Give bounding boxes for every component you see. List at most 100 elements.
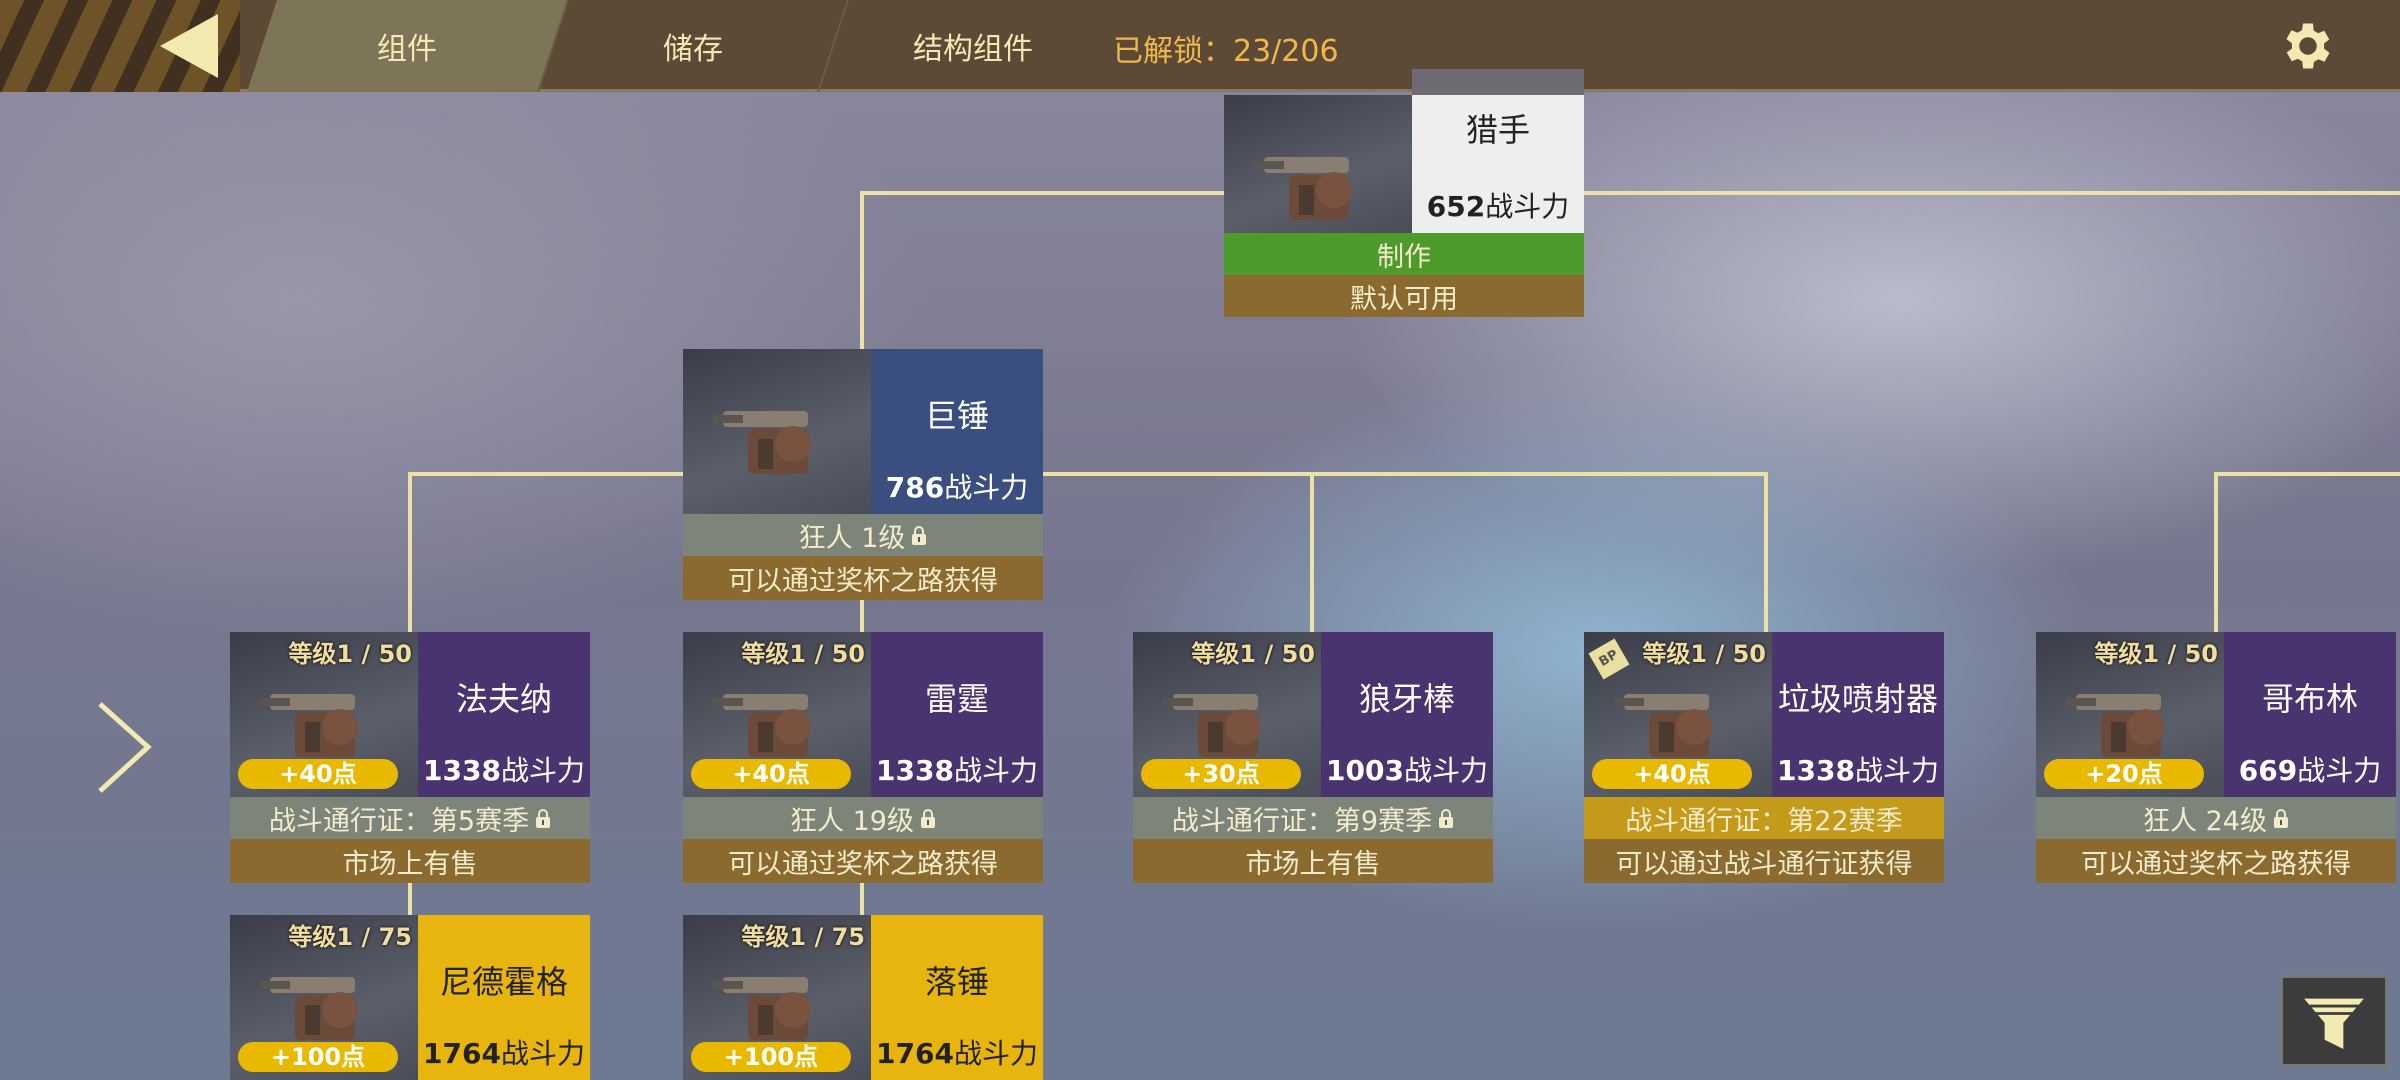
unlock-requirement: 狂人 1级 [683, 514, 1043, 556]
component-name: 猎手 [1465, 111, 1530, 149]
power-unit: 战斗力 [1485, 190, 1570, 223]
unlock-requirement: 战斗通行证：第5赛季 [230, 797, 590, 839]
lock-icon [920, 809, 935, 828]
unlocked-count: 已解锁：23/206 [1113, 34, 1339, 69]
requirement-text: 狂人 24级 [2143, 805, 2267, 837]
component-info: 落锤 1764战斗力 [871, 915, 1043, 1080]
component-image [1224, 95, 1412, 233]
acquisition-source: 可以通过战斗通行证获得 [1584, 839, 1944, 883]
requirement-text: 战斗通行证：第5赛季 [268, 805, 530, 837]
tab-label: 结构组件 [913, 32, 1033, 67]
weapon-image [1163, 694, 1261, 757]
combat-power: 786战斗力 [871, 466, 1043, 506]
component-image: 等级1 / 75 +100点 [230, 915, 418, 1080]
points-badge: +40点 [691, 759, 851, 789]
requirement-text: 狂人 19级 [790, 805, 914, 837]
top-bar: 组件 储存 结构组件 已解锁：23/206 [0, 0, 2400, 92]
points-badge: +100点 [238, 1042, 398, 1072]
component-info: 猎手 652战斗力 [1412, 95, 1584, 233]
filter-button[interactable] [2280, 975, 2388, 1067]
power-value: 669 [2238, 754, 2298, 787]
tab-label: 组件 [377, 32, 437, 67]
power-value: 1338 [1777, 754, 1855, 787]
power-unit: 战斗力 [953, 754, 1038, 787]
unlock-requirement: 战斗通行证：第9赛季 [1133, 797, 1493, 839]
back-button[interactable] [150, 0, 240, 92]
power-value: 1764 [423, 1037, 501, 1070]
tree-connector [2214, 472, 2218, 632]
component-info: 尼德霍格 1764战斗力 [418, 915, 590, 1080]
component-info: 雷霆 1338战斗力 [871, 632, 1043, 797]
level-label: 等级1 / 50 [288, 640, 412, 668]
tree-connector [860, 600, 864, 632]
combat-power: 1764战斗力 [871, 1032, 1043, 1072]
component-name: 雷霆 [924, 680, 989, 718]
combat-power: 669战斗力 [2224, 749, 2396, 789]
weapon-image [713, 977, 811, 1040]
component-image: 等级1 / 75 +100点 [683, 915, 871, 1080]
power-unit: 战斗力 [1854, 754, 1939, 787]
component-image: 等级1 / 50+30点 [1133, 632, 1321, 797]
acquisition-source: 可以通过奖杯之路获得 [683, 556, 1043, 600]
tree-connector [408, 472, 1768, 476]
lock-icon [536, 809, 551, 828]
power-unit: 战斗力 [500, 754, 585, 787]
power-value: 1003 [1326, 754, 1404, 787]
component-info: 哥布林 669战斗力 [2224, 632, 2396, 797]
acquisition-source: 可以通过奖杯之路获得 [2036, 839, 2396, 883]
tab-components[interactable]: 组件 [247, 0, 567, 92]
component-image: 等级1 / 50+40点 [683, 632, 871, 797]
requirement-text: 战斗通行证：第9赛季 [1171, 805, 1433, 837]
tab-storage[interactable]: 储存 [537, 0, 847, 92]
lock-icon [1439, 809, 1454, 828]
acquisition-source: 市场上有售 [230, 839, 590, 883]
power-value: 1338 [876, 754, 954, 787]
unlock-requirement: 狂人 19级 [683, 797, 1043, 839]
tab-structure-components[interactable]: 结构组件 [817, 0, 1127, 92]
tree-connector [1764, 472, 1768, 632]
unlock-requirement: 战斗通行证：第22赛季 [1584, 797, 1944, 839]
combat-power: 1003战斗力 [1321, 749, 1493, 789]
lock-icon [2273, 809, 2288, 828]
power-unit: 战斗力 [944, 471, 1029, 504]
unlock-requirement: 狂人 24级 [2036, 797, 2396, 839]
power-value: 786 [885, 471, 945, 504]
power-value: 652 [1426, 190, 1486, 223]
craft-button[interactable]: 制作 [1224, 233, 1584, 275]
component-info: 狼牙棒 1003战斗力 [1321, 632, 1493, 797]
acquisition-source: 可以通过奖杯之路获得 [683, 839, 1043, 883]
back-arrow-icon [160, 14, 218, 78]
level-label: 等级1 / 50 [1191, 640, 1315, 668]
tree-connector [408, 883, 412, 915]
component-info: 巨锤 786战斗力 [871, 349, 1043, 514]
power-value: 1764 [876, 1037, 954, 1070]
chevron-right-icon[interactable] [96, 700, 156, 795]
component-name: 尼德霍格 [439, 963, 568, 1001]
gear-icon[interactable] [2278, 16, 2338, 76]
weapon-image [2066, 694, 2164, 757]
component-name: 哥布林 [2261, 680, 2358, 718]
power-unit: 战斗力 [1403, 754, 1488, 787]
weapon-image [260, 694, 358, 757]
component-name: 垃圾喷射器 [1777, 680, 1938, 718]
power-unit: 战斗力 [953, 1037, 1038, 1070]
level-label: 等级1 / 50 [2094, 640, 2218, 668]
level-label: 等级1 / 75 [288, 923, 412, 951]
requirement-text: 战斗通行证：第22赛季 [1625, 805, 1903, 837]
level-label: 等级1 / 75 [741, 923, 865, 951]
component-name: 法夫纳 [455, 680, 552, 718]
power-unit: 战斗力 [500, 1037, 585, 1070]
lock-icon [912, 526, 927, 545]
points-badge: +100点 [691, 1042, 851, 1072]
tree-connector [860, 883, 864, 915]
weapon-image [260, 977, 358, 1040]
acquisition-source: 市场上有售 [1133, 839, 1493, 883]
component-image: 等级1 / 50+20点 [2036, 632, 2224, 797]
power-unit: 战斗力 [2297, 754, 2382, 787]
component-info: 法夫纳 1338战斗力 [418, 632, 590, 797]
points-badge: +40点 [1592, 759, 1752, 789]
tree-connector [860, 191, 864, 349]
combat-power: 1338战斗力 [871, 749, 1043, 789]
weapon-image [1614, 694, 1712, 757]
